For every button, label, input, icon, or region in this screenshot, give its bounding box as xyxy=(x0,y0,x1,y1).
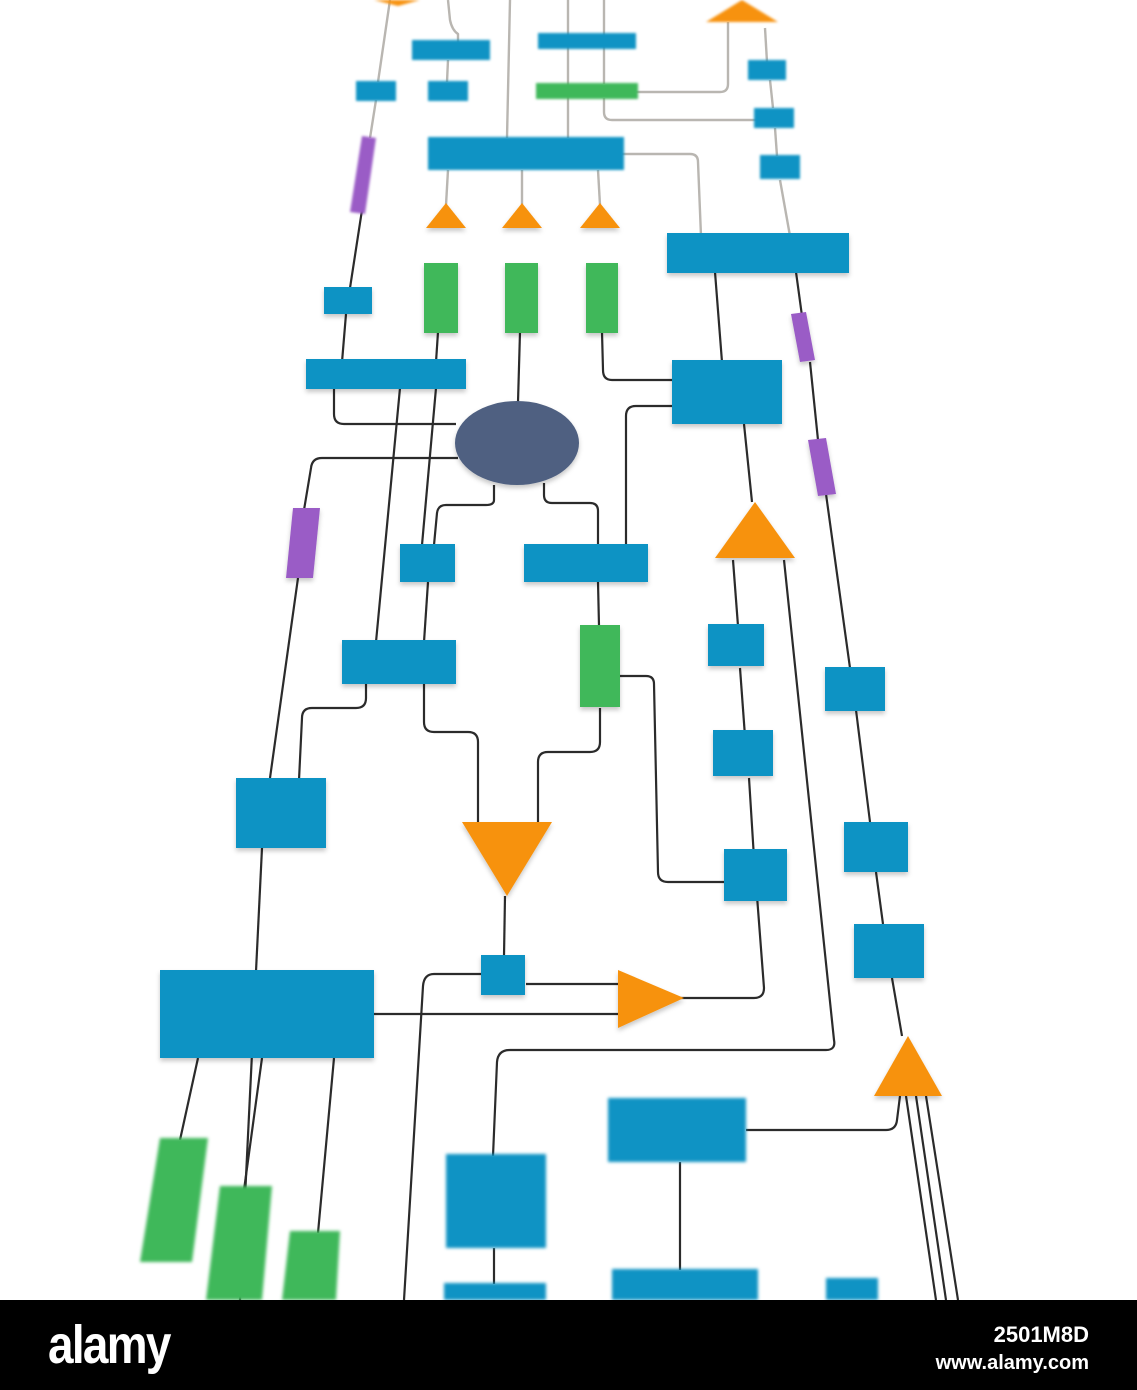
input-box xyxy=(282,1231,340,1300)
flowchart-diagram xyxy=(140,0,960,1300)
connector-tab xyxy=(791,312,815,362)
connector-lines xyxy=(178,0,960,1300)
process-box xyxy=(400,544,455,582)
process-box xyxy=(428,81,468,101)
decision-triangle xyxy=(580,203,620,228)
input-box xyxy=(505,263,538,333)
process-box xyxy=(825,667,885,711)
process-box xyxy=(748,60,786,80)
process-box xyxy=(356,81,396,101)
process-box xyxy=(481,955,525,995)
process-box xyxy=(412,40,490,60)
decision-triangle xyxy=(374,0,420,6)
input-box xyxy=(206,1186,272,1300)
site-url: www.alamy.com xyxy=(935,1352,1089,1374)
process-bar xyxy=(306,359,466,389)
decision-triangle xyxy=(715,502,795,558)
process-box xyxy=(538,33,636,49)
process-box xyxy=(672,360,782,424)
process-box xyxy=(446,1154,546,1248)
decision-triangle xyxy=(874,1036,942,1096)
process-box xyxy=(236,778,326,848)
process-box xyxy=(724,849,787,901)
input-box xyxy=(536,83,638,99)
process-box xyxy=(612,1269,758,1300)
input-box xyxy=(586,263,618,333)
process-box xyxy=(754,108,794,128)
image-id: 2501M8D xyxy=(993,1322,1089,1347)
connector-tab xyxy=(350,136,376,214)
process-bar xyxy=(160,970,374,1058)
process-box xyxy=(708,624,764,666)
input-box xyxy=(580,625,620,707)
decision-triangle xyxy=(706,0,778,22)
top-shapes xyxy=(350,0,800,214)
main-shapes xyxy=(160,203,942,1096)
process-box xyxy=(854,924,924,978)
process-box xyxy=(826,1278,878,1300)
process-bar xyxy=(342,640,456,684)
input-box xyxy=(424,263,458,333)
process-box xyxy=(444,1283,546,1300)
hub-node xyxy=(455,401,579,485)
decision-triangle xyxy=(502,203,542,228)
process-bar xyxy=(667,233,849,273)
decision-triangle xyxy=(426,203,466,228)
merge-triangle xyxy=(462,822,552,896)
process-bar xyxy=(428,137,624,170)
connector-tab xyxy=(286,508,320,578)
process-bar xyxy=(524,544,648,582)
process-box xyxy=(713,730,773,776)
connector-tab xyxy=(808,438,836,496)
decision-triangle xyxy=(618,970,684,1028)
bottom-shapes xyxy=(140,1098,878,1300)
input-box xyxy=(140,1138,208,1262)
process-box xyxy=(324,287,372,314)
watermark-footer: alamy 2501M8D www.alamy.com xyxy=(0,1300,1137,1390)
process-box xyxy=(760,155,800,179)
process-box xyxy=(844,822,908,872)
process-box xyxy=(608,1098,746,1162)
alamy-logo: alamy xyxy=(48,1315,171,1375)
